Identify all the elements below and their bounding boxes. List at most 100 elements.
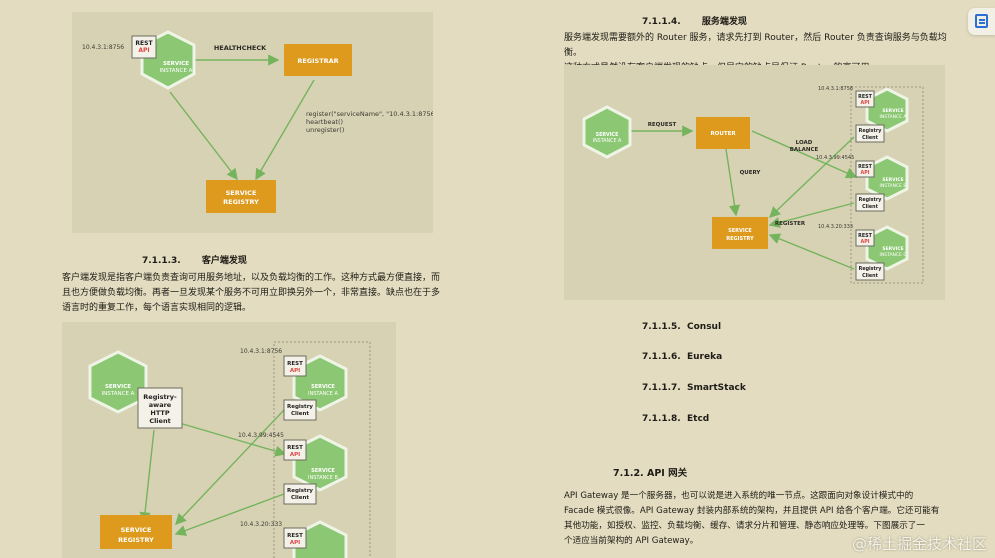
paragraph-line: 语言时的重复工作，每个语言实现相同的逻辑。 [62, 303, 252, 313]
registry-client-label-line2: Client [862, 135, 878, 141]
service-label: SERVICE [882, 108, 903, 114]
rest-api-box-c [855, 229, 875, 247]
server-side-discovery-diagram: SERVICE INSTANCE A REQUEST ROUTER LOAD B… [564, 65, 945, 300]
section-title: 7.1.2. API 网关 [613, 468, 688, 479]
subsection-smartstack: 7.1.1.7. SmartStack [642, 383, 746, 393]
ip-label-a: 10.4.3.1:8756 [240, 348, 282, 355]
registry-client-label-line1: Registry [859, 266, 883, 272]
ip-label-c: 10.4.3.20:333 [240, 521, 282, 528]
client-service-hexagon [88, 350, 148, 414]
load-balance-arrow [751, 130, 858, 179]
rest-label: REST [287, 361, 303, 367]
ip-label-b: 10.4.3.99:4545 [238, 432, 284, 439]
registry-client-box-c [855, 262, 885, 281]
client-side-discovery-diagram: SERVICE INSTANCE A Registry- aware HTTP … [62, 322, 396, 558]
router-box [696, 117, 750, 149]
service-label: SERVICE [311, 468, 335, 474]
registry-client-box-a [855, 124, 885, 143]
registry-label-line1: SERVICE [728, 228, 752, 234]
register-arrow-c [768, 233, 855, 270]
watermark: @稀土掘金技术社区 [851, 535, 987, 553]
healthcheck-label: HEALTHCHECK [214, 44, 267, 52]
subsection-number: 7.1.1.7. [642, 383, 681, 393]
paragraph-line: 且也方便做负载均衡。再者一旦发现某个服务不可用立即换另外一个，非常直接。缺点也在… [62, 288, 441, 298]
service-label: SERVICE [596, 132, 619, 138]
client-service-hexagon [582, 105, 632, 159]
registry-client-label-line1: Registry [287, 404, 313, 410]
subsection-eureka: 7.1.1.6. Eureka [642, 352, 722, 362]
instance-a-label: INSTANCE A [102, 391, 135, 397]
subsection-etcd: 7.1.1.8. Etcd [642, 414, 709, 424]
registry-client-label-line2: Client [862, 273, 878, 279]
api-label: API [860, 100, 869, 106]
instance-a-label: INSTANCE A [308, 391, 338, 397]
paragraph-line: API Gateway 是一个服务器，也可以说是进入系统的唯一节点。这跟面向对象… [564, 491, 914, 501]
api-label: API [860, 170, 869, 176]
load-balance-label-line1: LOAD [796, 140, 813, 146]
section-heading-client-discovery: 7.1.1.3. 客户端发现 [142, 253, 247, 266]
subsection-title: SmartStack [687, 383, 746, 393]
section-number: 7.1.1.4. [642, 17, 681, 27]
registry-client-label-line2: Client [862, 204, 878, 210]
instance-a-label: INSTANCE A [160, 68, 193, 74]
client-label-line4: Client [149, 417, 170, 425]
service-label: SERVICE [882, 246, 903, 252]
registry-client-label-line1: Registry [287, 488, 313, 494]
rest-api-box-a [283, 355, 307, 377]
registry-client-label-line1: Registry [859, 128, 883, 134]
subsection-consul: 7.1.1.5. Consul [642, 322, 721, 332]
registry-client-box-b [283, 483, 317, 505]
api-label: API [290, 540, 300, 546]
side-toolbar-button[interactable] [968, 8, 995, 35]
client-label-line2: aware [149, 401, 172, 409]
self-registration-diagram: 10.4.3.1:8756 REST API SERVICE INSTANCE … [72, 12, 433, 233]
api-label: API [138, 47, 149, 54]
rest-api-box-b [855, 160, 875, 178]
instance-a-label: INSTANCE A [880, 114, 908, 120]
register-label: REGISTER [775, 221, 806, 227]
client-label-line1: Registry- [143, 393, 177, 401]
client-label-line3: HTTP [150, 409, 169, 417]
registry-client-label-line2: Client [291, 411, 309, 417]
client-to-instance-b-arrow [175, 421, 287, 457]
registry-label-line2: REGISTRY [726, 236, 754, 242]
registry-client-box-a [283, 399, 317, 421]
registry-client-label-line2: Client [291, 495, 309, 501]
rest-label: REST [287, 445, 303, 451]
registrar-label: REGISTRAR [297, 57, 338, 65]
ip-label-c: 10.4.3.20:333 [818, 224, 853, 230]
document-icon [975, 14, 988, 28]
register-call-text: register("serviceName", "10.4.3.1:8756") [306, 110, 433, 118]
paragraph-line: 个适应当前架构的 API Gateway。 [564, 536, 699, 546]
load-balance-label-line2: BALANCE [790, 147, 819, 153]
section-number: 7.1.1.3. [142, 256, 181, 266]
ip-label-b: 10.4.3.99:4545 [816, 155, 854, 161]
subsection-number: 7.1.1.6. [642, 352, 681, 362]
query-arrow [725, 148, 741, 217]
ip-label-a: 10.4.3.1:8756 [818, 86, 853, 92]
rest-label: REST [858, 233, 872, 239]
request-label: REQUEST [648, 122, 677, 128]
rest-label: REST [287, 533, 303, 539]
paragraph-line: 服务端发现需要额外的 Router 服务，请求先打到 Router，然后 Rou… [564, 33, 947, 58]
section-title: 服务端发现 [701, 17, 747, 27]
subsection-number: 7.1.1.5. [642, 322, 681, 332]
subsection-title: Eureka [687, 352, 723, 362]
service-label: SERVICE [311, 384, 335, 390]
registry-aware-client-box [137, 387, 183, 429]
register-arrow-b [174, 493, 285, 536]
client-discovery-paragraph: 客户端发现是指客户端负责查询可用服务地址，以及负载均衡的工作。这种方式最方便直接… [62, 271, 452, 316]
rest-label: REST [858, 94, 872, 100]
query-label: QUERY [740, 170, 762, 176]
instance-c-label: INSTANCE C [880, 252, 907, 258]
rest-api-box-b [283, 439, 307, 461]
rest-label: REST [135, 40, 153, 47]
api-gateway-paragraph: API Gateway 是一个服务器，也可以说是进入系统的唯一节点。这跟面向对象… [564, 489, 964, 549]
subsection-number: 7.1.1.8. [642, 414, 681, 424]
rest-api-box [131, 35, 157, 59]
service-registry-box [712, 217, 768, 249]
subsection-title: Etcd [687, 414, 710, 424]
unregister-call-text: unregister() [306, 126, 344, 134]
router-label: ROUTER [710, 131, 736, 137]
instance-b-label: INSTANCE B [880, 183, 907, 189]
